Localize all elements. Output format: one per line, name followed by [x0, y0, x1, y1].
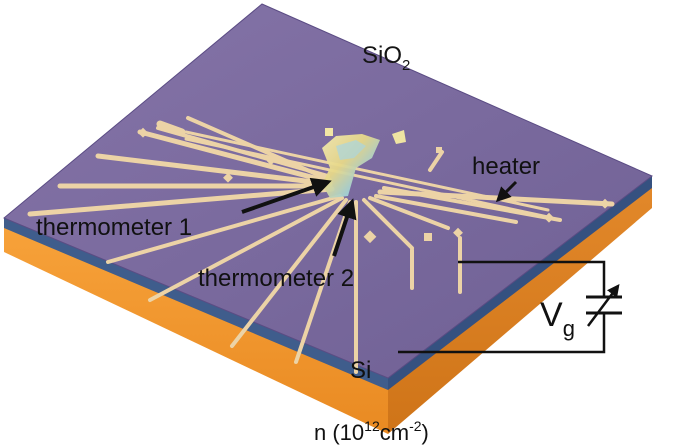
- pad: [266, 156, 276, 166]
- gate-voltage-sub: g: [563, 316, 575, 341]
- lead: [148, 196, 344, 302]
- density-mid: cm: [380, 420, 409, 445]
- lead: [27, 186, 335, 217]
- pad: [223, 172, 233, 183]
- density-suffix: ): [422, 420, 429, 445]
- lead: [156, 120, 186, 136]
- graphene-flake: [322, 128, 406, 198]
- density-exp2: -2: [409, 418, 422, 434]
- oxide-label-main: SiO: [362, 42, 402, 69]
- flake-chip: [392, 130, 406, 144]
- gate-wire-top: [458, 260, 606, 292]
- lead: [106, 194, 342, 264]
- flake-highlight: [336, 140, 366, 160]
- oxide-edge-right: [388, 176, 652, 390]
- density-label: n (1012cm-2): [314, 418, 429, 445]
- lead: [362, 198, 414, 250]
- heater-arrow: [495, 180, 518, 203]
- thermometer-1-label: thermometer 1: [36, 214, 192, 241]
- flake-chip: [325, 128, 333, 136]
- density-prefix: n (10: [314, 420, 364, 445]
- substrate-label: Si: [350, 357, 371, 384]
- gate-voltage-label: Vg: [540, 296, 575, 341]
- contact-pads: [138, 127, 610, 244]
- substrate-right-face: [388, 186, 652, 434]
- lead: [428, 150, 444, 172]
- pad: [544, 212, 554, 223]
- heater-line: [184, 137, 550, 219]
- lead: [374, 194, 518, 224]
- lead: [230, 198, 348, 348]
- heater-line: [184, 130, 550, 212]
- lead: [95, 153, 333, 187]
- thermometer-1-arrow: [241, 177, 332, 214]
- gate-circuit: [398, 260, 622, 354]
- lead: [137, 129, 333, 185]
- heater-label: heater: [472, 153, 540, 180]
- pad: [363, 230, 377, 244]
- lead: [368, 196, 450, 230]
- oxide-edge-front: [4, 218, 388, 390]
- pad: [424, 233, 432, 241]
- variable-arrow: [587, 284, 620, 327]
- thermometer-2-arrow: [332, 198, 357, 257]
- gate-voltage-main: V: [540, 296, 563, 334]
- oxide-label: SiO2: [362, 42, 410, 74]
- substrate-front-face: [4, 226, 388, 434]
- pad: [453, 227, 463, 238]
- pad: [436, 147, 442, 153]
- density-exp1: 12: [364, 418, 380, 434]
- pad: [138, 127, 148, 138]
- oxide-label-sub: 2: [402, 57, 410, 74]
- thermometer-2-label: thermometer 2: [198, 265, 354, 292]
- gate-wire-bottom: [398, 322, 606, 354]
- lead: [294, 200, 352, 364]
- annotation-arrows: [241, 177, 518, 257]
- substrate-slab: [4, 176, 652, 434]
- flake-body: [322, 134, 380, 198]
- pad: [600, 198, 610, 209]
